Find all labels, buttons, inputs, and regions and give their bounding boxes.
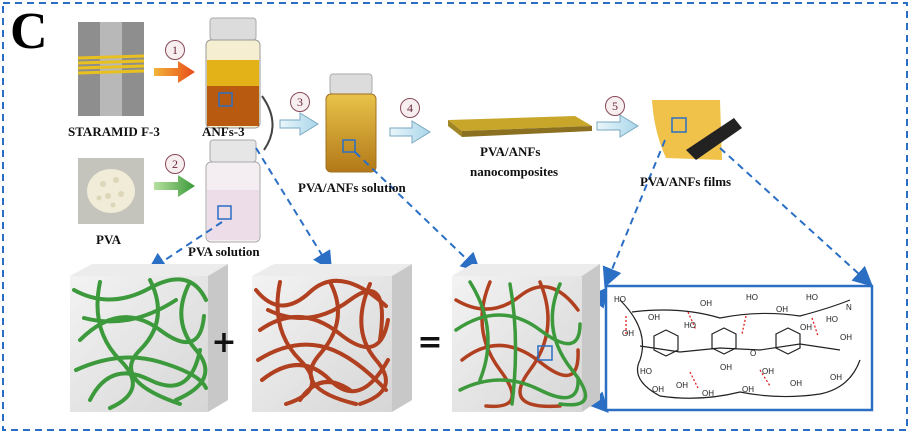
film-photo <box>652 100 742 160</box>
pointer-mix <box>354 151 481 273</box>
composite-fiber-cube <box>452 264 600 412</box>
label-staramid: STARAMID F-3 <box>68 124 160 139</box>
chem-label: OH <box>676 381 688 390</box>
chem-label: HO <box>826 315 838 324</box>
chem-label: HO <box>746 293 758 302</box>
step-1-badge: 1 <box>165 40 185 60</box>
chemical-structure <box>604 284 874 412</box>
nanocomposite-slab <box>448 116 592 137</box>
label-pva-anfs-solution: PVA/ANFs solution <box>298 180 406 195</box>
step2-arrow <box>154 175 195 197</box>
chem-label: OH <box>762 367 774 376</box>
chem-label: OH <box>776 305 788 314</box>
chem-label: OH <box>622 329 634 338</box>
panel-letter: C <box>10 3 48 60</box>
anfs-vial <box>205 17 261 129</box>
chem-label: HO <box>614 295 626 304</box>
step-3-badge: 3 <box>290 92 310 112</box>
chem-label: OH <box>648 313 660 322</box>
equals-operator: = <box>417 325 442 360</box>
pva-solution-vial <box>205 139 261 243</box>
label-nanocomposites-line1: PVA/ANFs <box>480 144 541 159</box>
chem-label: HO <box>684 321 696 330</box>
label-pva-solution: PVA solution <box>188 244 260 259</box>
step-4-badge: 4 <box>400 98 420 118</box>
step-5-badge: 5 <box>605 96 625 116</box>
chem-label: HO <box>806 293 818 302</box>
label-pva: PVA <box>96 232 122 247</box>
chem-label: OH <box>720 363 732 372</box>
pva-anfs-solution-vial <box>325 73 377 173</box>
step4-arrow <box>389 120 431 144</box>
chem-label: OH <box>742 385 754 394</box>
staramid-photo <box>77 22 145 116</box>
step-2-badge: 2 <box>165 154 185 174</box>
label-nanocomposites-line2: nanocomposites <box>470 164 559 179</box>
chem-label: OH <box>702 389 714 398</box>
pointer-film-right <box>719 147 873 287</box>
chem-label: OH <box>790 379 802 388</box>
label-films: PVA/ANFs films <box>640 174 732 189</box>
chem-label: N <box>846 303 852 312</box>
chem-label: OH <box>700 299 712 308</box>
label-anfs: ANFs-3 <box>202 124 245 139</box>
pointer-anfs <box>255 147 333 272</box>
chem-label: O <box>750 349 756 358</box>
step3-arrow <box>279 112 319 136</box>
chem-label: OH <box>840 333 852 342</box>
pointer-pva <box>146 221 223 273</box>
plus-operator: + <box>211 325 236 360</box>
anfs-fiber-cube <box>252 264 412 412</box>
chem-label: OH <box>830 373 842 382</box>
pva-fiber-cube <box>70 264 228 412</box>
pointer-film-left <box>602 139 666 288</box>
chem-label: HO <box>640 367 652 376</box>
step5-arrow <box>596 114 639 138</box>
mixing-bracket <box>261 95 274 151</box>
pva-photo <box>78 158 144 224</box>
chem-label: OH <box>652 385 664 394</box>
chem-label: OH <box>800 323 812 332</box>
step1-arrow <box>154 61 195 83</box>
